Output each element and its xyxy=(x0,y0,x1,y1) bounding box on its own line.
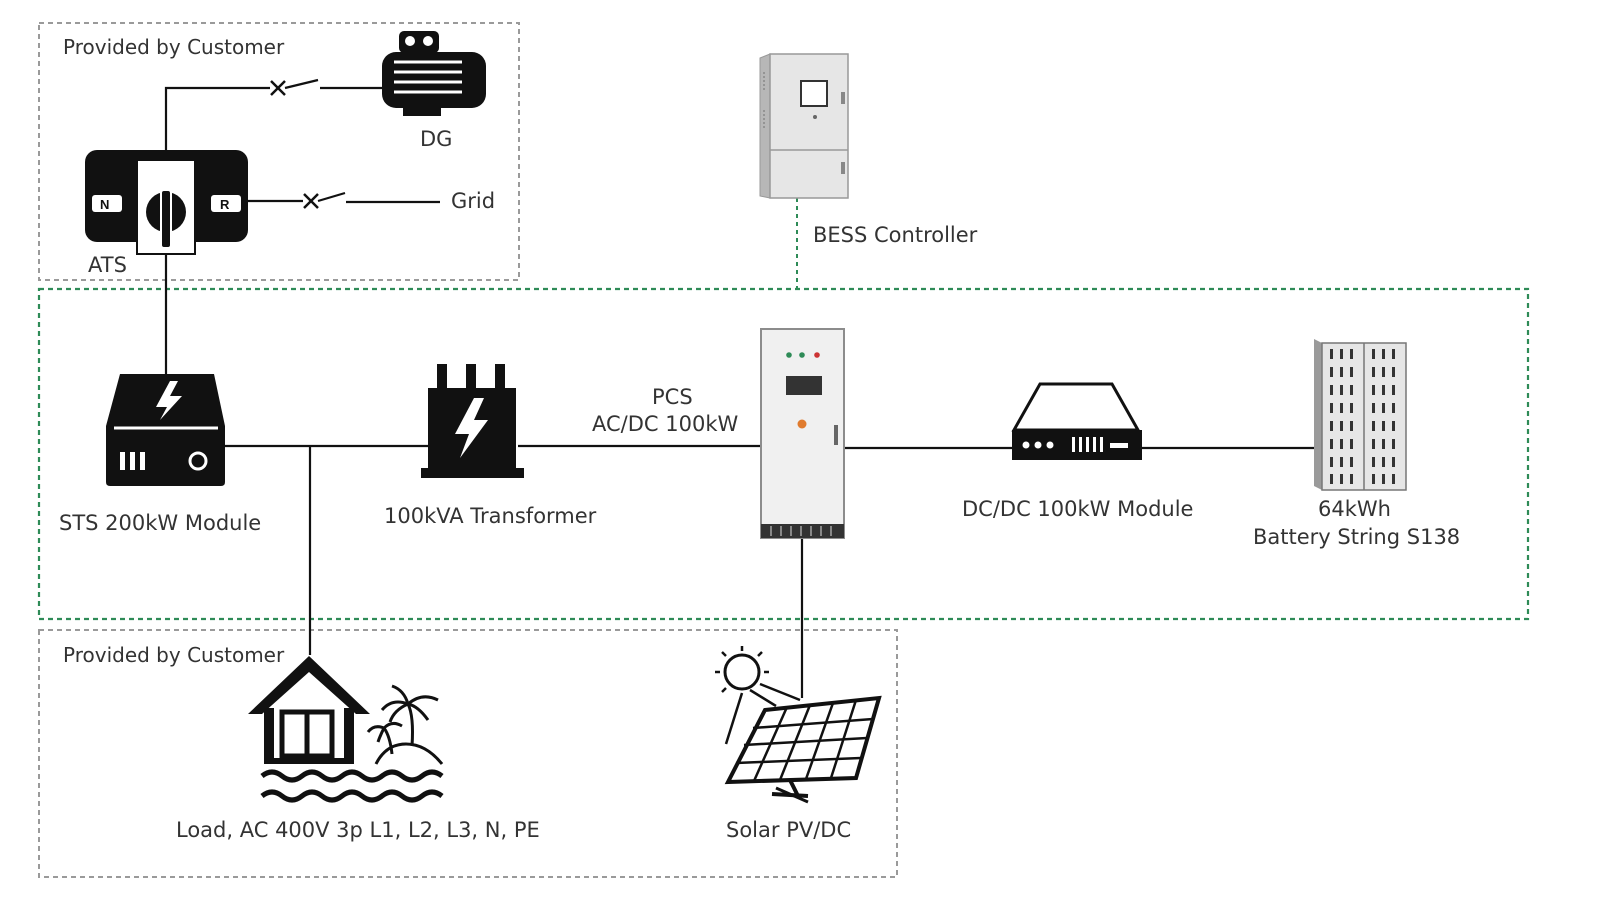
transformer-icon xyxy=(421,364,524,478)
ats-icon: N R xyxy=(85,150,248,255)
sts-module-icon xyxy=(106,374,225,486)
dcdc-module-icon xyxy=(1011,382,1142,460)
solar-panel-icon xyxy=(715,646,882,804)
pcs-label-line2: AC/DC 100kW xyxy=(592,412,738,436)
pcs-cabinet-icon xyxy=(760,328,845,539)
load-label: Load, AC 400V 3p L1, L2, L3, N, PE xyxy=(176,818,540,842)
customer-region-top-label: Provided by Customer xyxy=(63,35,285,59)
generator-icon xyxy=(382,31,486,116)
battery-string-icon xyxy=(1314,339,1407,491)
dg-breaker-icon xyxy=(270,80,286,96)
dcdc-label: DC/DC 100kW Module xyxy=(962,497,1193,521)
ats-r-label: R xyxy=(220,197,230,212)
customer-region-top xyxy=(38,22,520,281)
ats-n-label: N xyxy=(100,197,109,212)
transformer-label: 100kVA Transformer xyxy=(384,504,597,528)
solar-label: Solar PV/DC xyxy=(726,818,851,842)
bess-controller-icon xyxy=(759,53,849,199)
customer-region-bottom xyxy=(38,629,898,878)
pcs-label-line1: PCS xyxy=(652,385,693,409)
house-load-icon xyxy=(248,656,444,803)
customer-region-bottom-label: Provided by Customer xyxy=(63,643,285,667)
grid-breaker-icon xyxy=(303,193,319,209)
bess-controller-label: BESS Controller xyxy=(813,223,978,247)
ats-label: ATS xyxy=(88,253,127,277)
sts-label: STS 200kW Module xyxy=(59,511,261,535)
battery-label-line2: Battery String S138 xyxy=(1253,525,1460,549)
battery-label-line1: 64kWh xyxy=(1318,497,1391,521)
dg-label: DG xyxy=(420,127,452,151)
grid-label: Grid xyxy=(451,189,495,213)
wiring xyxy=(164,78,1314,698)
